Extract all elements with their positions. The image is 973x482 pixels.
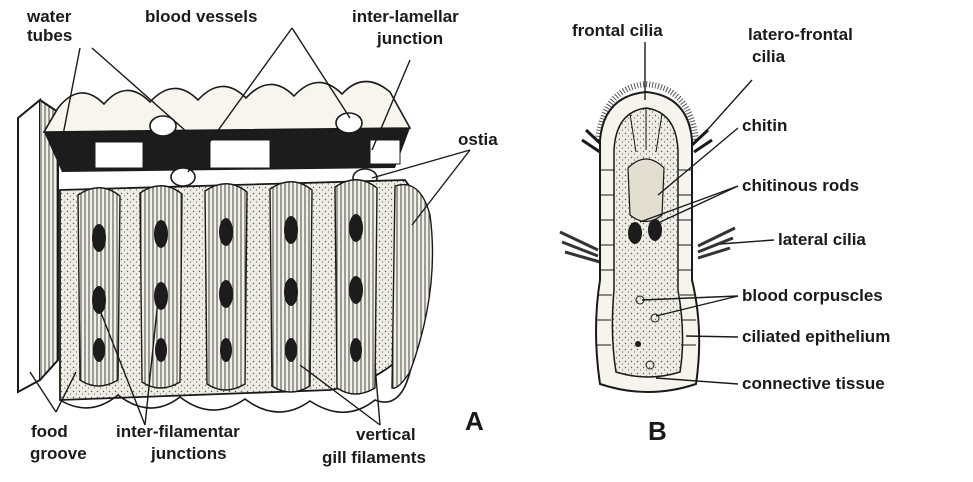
label-chitinous-rods: chitinous rods	[742, 176, 859, 195]
label-lateral-cilia: lateral cilia	[778, 230, 866, 249]
label-groove: groove	[30, 444, 87, 463]
label-connective-tissue: connective tissue	[742, 374, 885, 393]
figure-letter-a: A	[465, 406, 484, 436]
label-vertical: vertical	[356, 425, 416, 444]
label-latero-cilia: cilia	[752, 47, 786, 66]
label-chitin: chitin	[742, 116, 787, 135]
label-inter-lamellar: inter-lamellar	[352, 7, 459, 26]
label-latero-frontal: latero-frontal	[748, 25, 853, 44]
label-gill-filaments: gill filaments	[322, 448, 426, 467]
label-tubes: tubes	[27, 26, 72, 45]
figure-letter-b: B	[648, 416, 667, 446]
filament-cross-section-drawing	[560, 84, 735, 392]
label-food: food	[31, 422, 68, 441]
label-blood-corpuscles: blood corpuscles	[742, 286, 883, 305]
label-blood-vessels: blood vessels	[145, 7, 257, 26]
label-inter-filamentar: inter-filamentar	[116, 422, 240, 441]
label-junctions: junctions	[150, 444, 227, 463]
label-junction: junction	[376, 29, 443, 48]
label-ciliated-epithelium: ciliated epithelium	[742, 327, 890, 346]
label-frontal-cilia: frontal cilia	[572, 21, 663, 40]
gill-block-drawing	[18, 81, 433, 412]
label-water: water	[26, 7, 72, 26]
label-ostia: ostia	[458, 130, 498, 149]
